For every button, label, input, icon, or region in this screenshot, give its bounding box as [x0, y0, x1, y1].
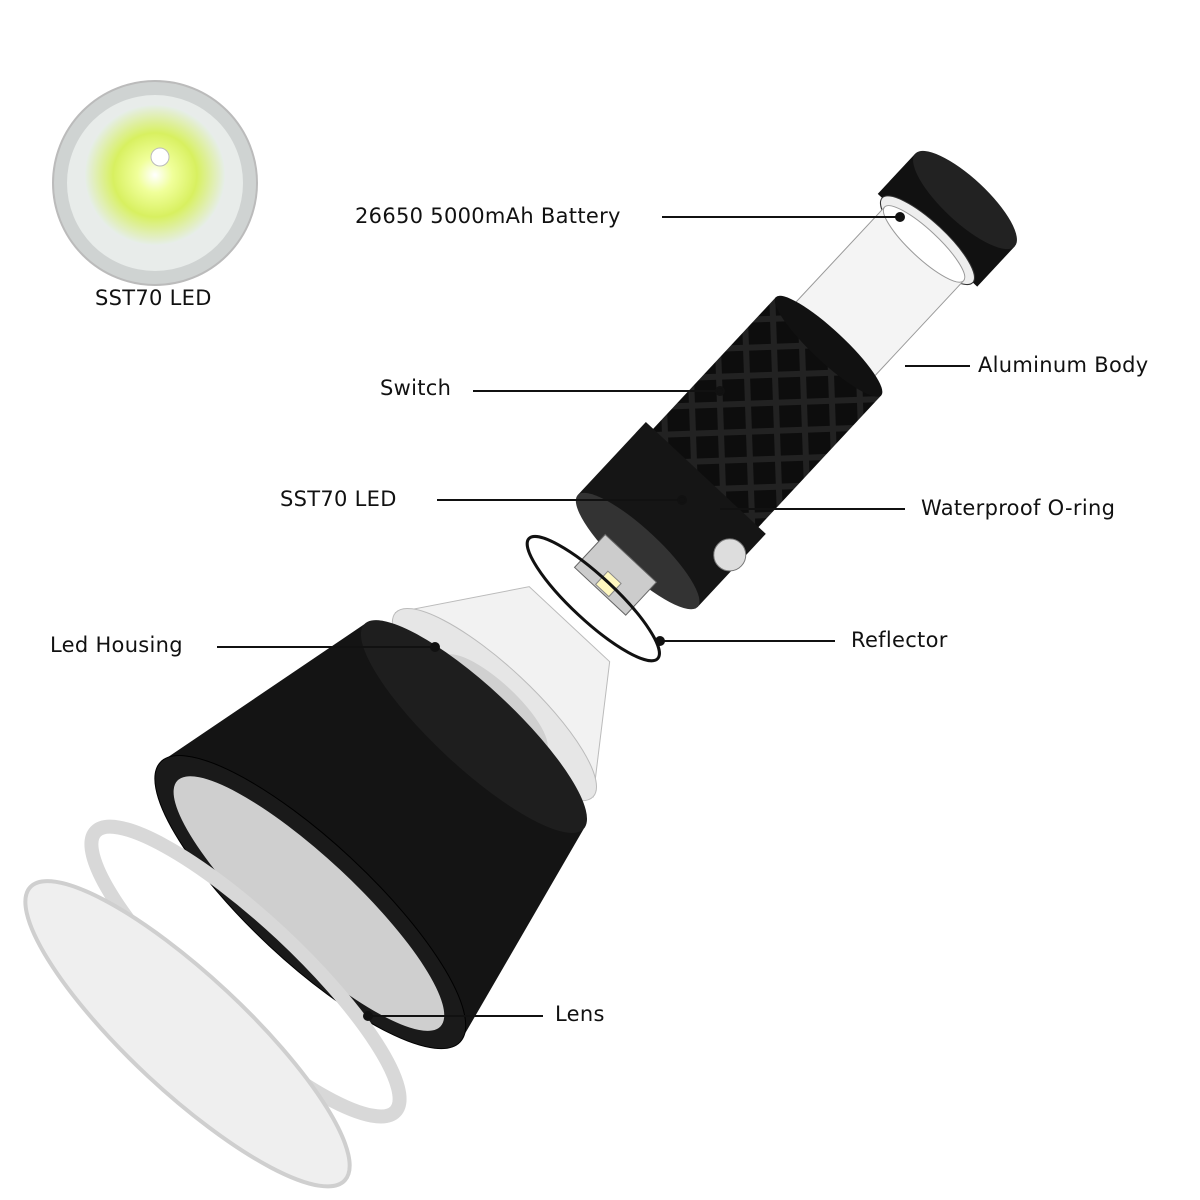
- led-housing: [154, 620, 588, 1050]
- callout-led: SST70 LED: [280, 487, 397, 511]
- lens: [23, 879, 352, 1189]
- leader-lines: [217, 212, 970, 1021]
- callout-reflector: Reflector: [851, 628, 948, 652]
- callout-housing: Led Housing: [50, 633, 183, 657]
- callout-switch: Switch: [380, 376, 452, 400]
- led-inset: [52, 80, 258, 286]
- callout-battery: 26650 5000mAh Battery: [355, 204, 621, 228]
- inset-caption: SST70 LED: [95, 286, 212, 310]
- callout-lens: Lens: [555, 1002, 605, 1026]
- callout-oring: Waterproof O-ring: [921, 496, 1116, 520]
- aluminum-body: [575, 295, 883, 610]
- o-ring: [525, 534, 661, 663]
- callout-body: Aluminum Body: [978, 353, 1149, 377]
- flashlight-parts: [23, 150, 1017, 1189]
